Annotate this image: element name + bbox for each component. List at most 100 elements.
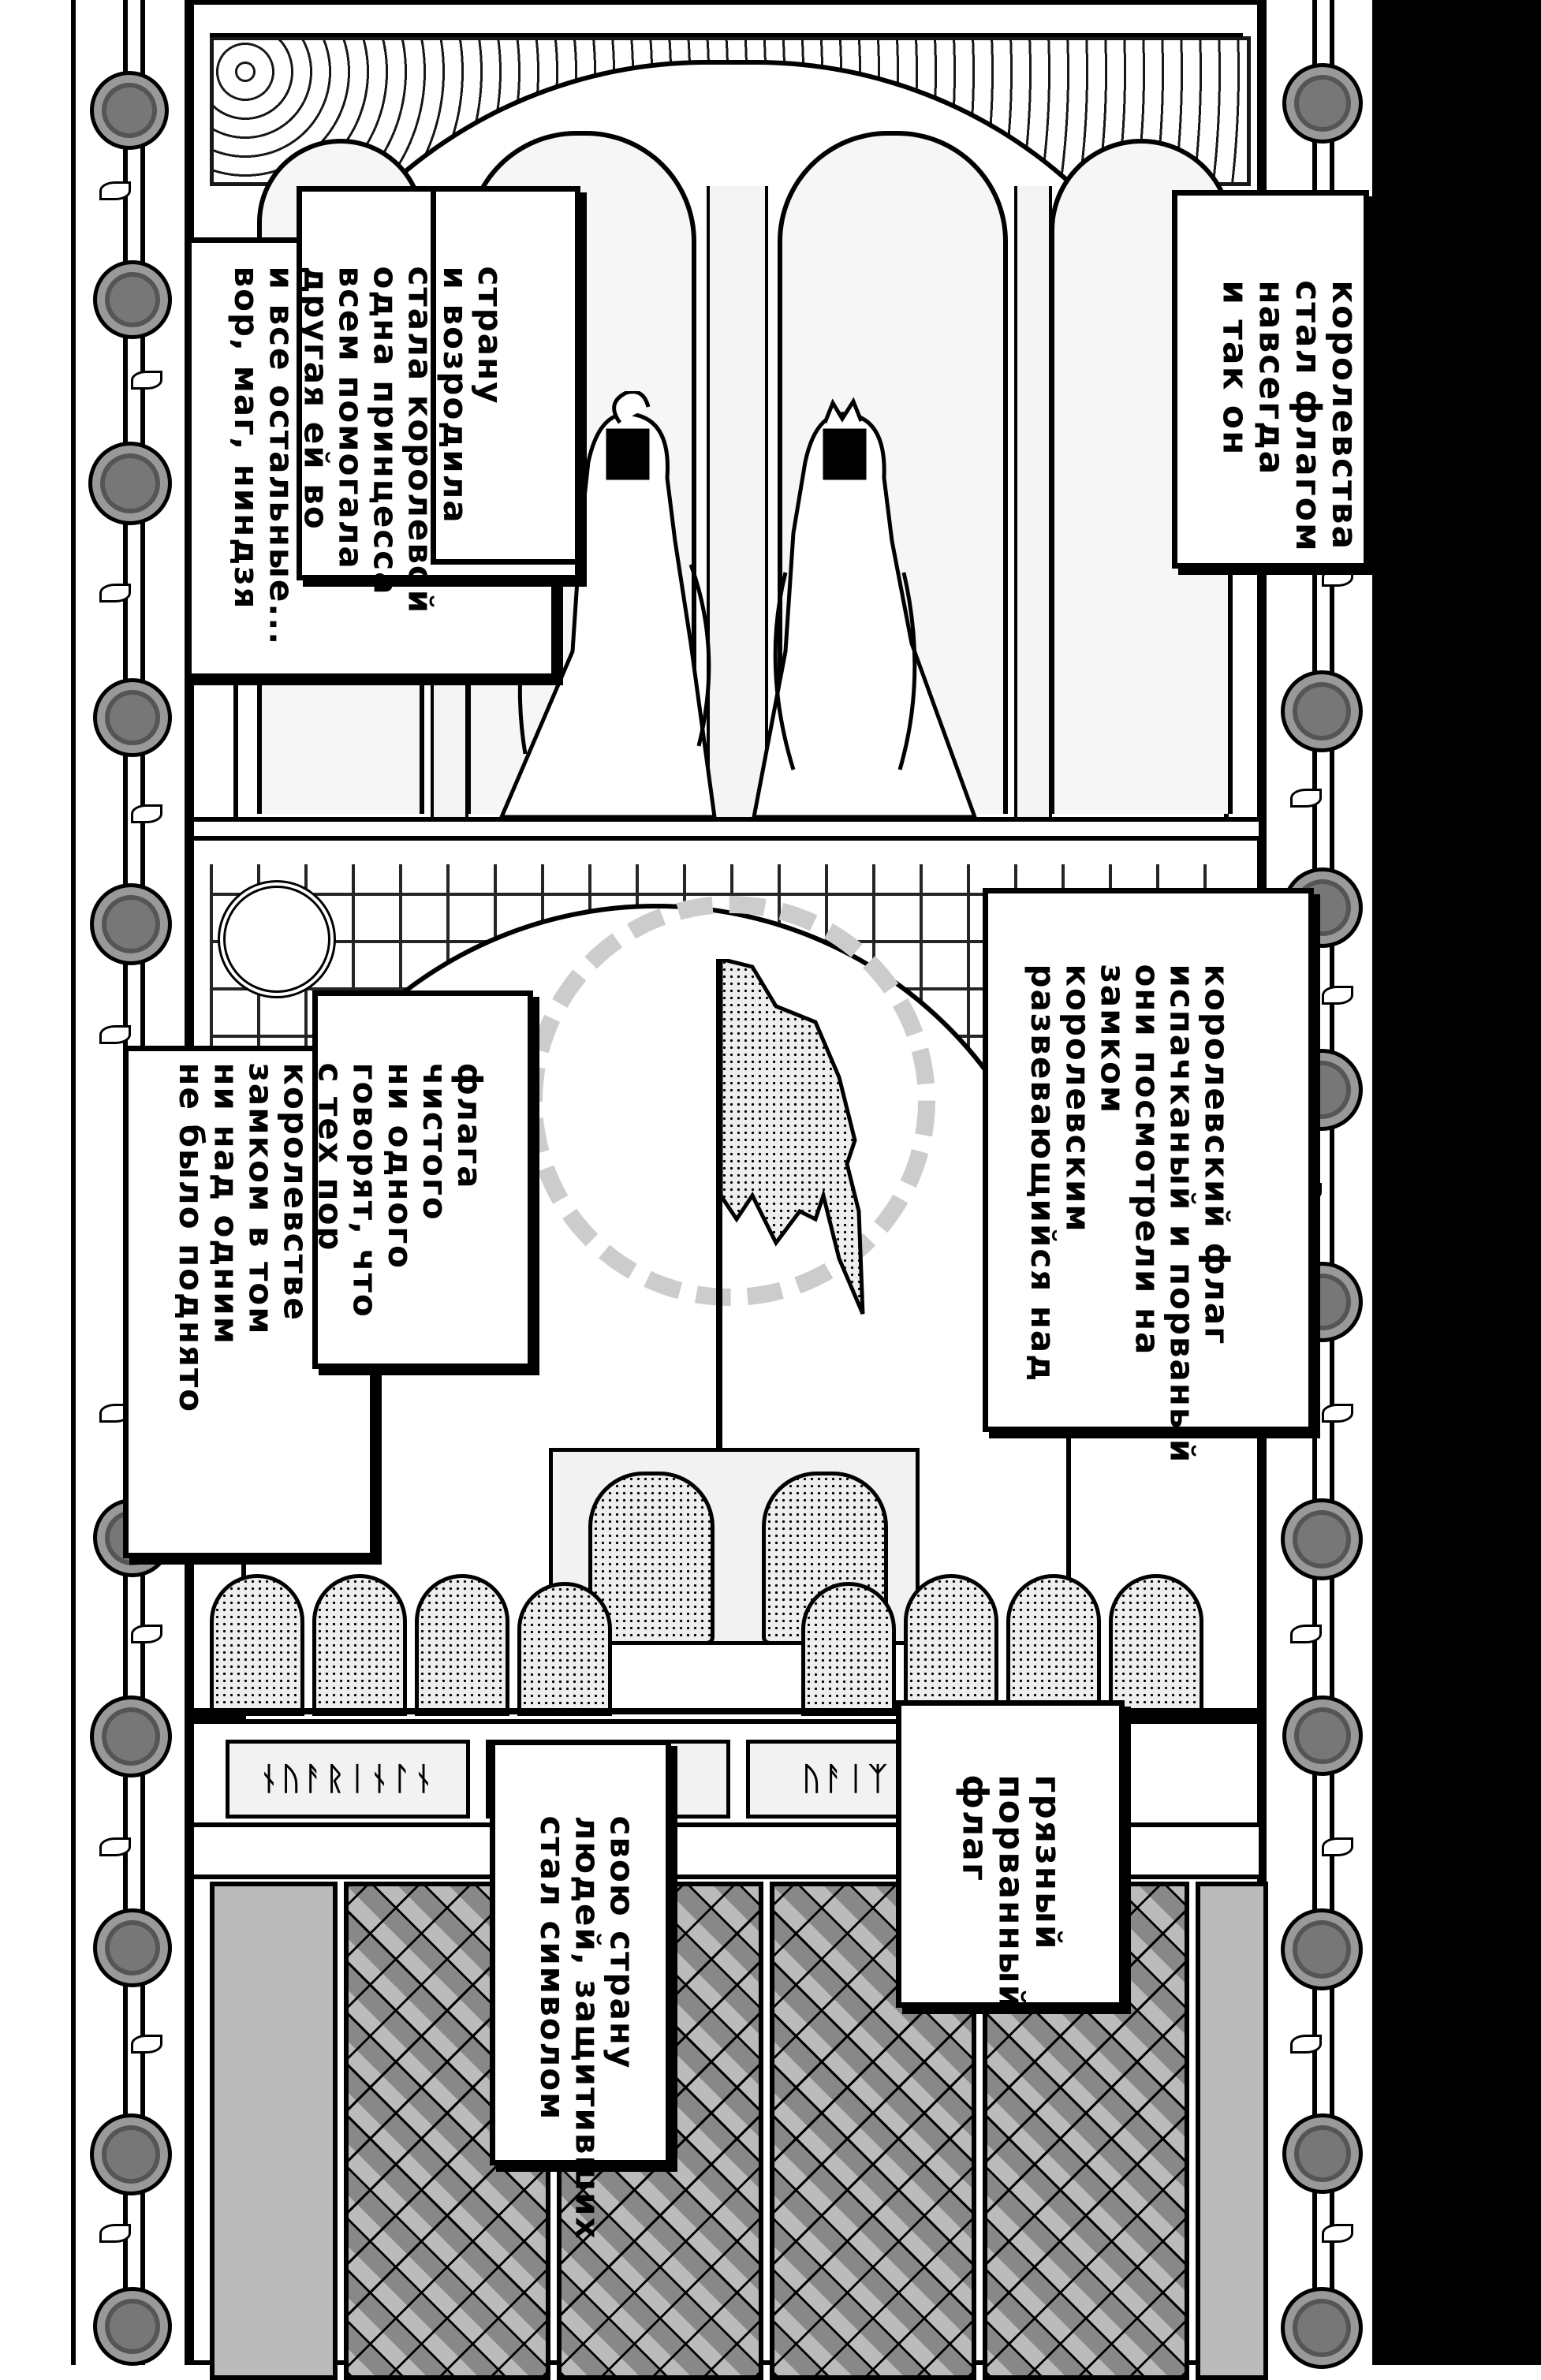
caption-top-left-tip: [431, 186, 580, 565]
caption-line: с тех пор: [311, 1062, 350, 1252]
rose-icon: [93, 2287, 172, 2366]
rose-icon: [90, 71, 169, 150]
caption-bottom-right: [896, 1700, 1125, 2008]
caption-line: чистого: [415, 1062, 454, 1222]
caption-top-right: [1172, 190, 1369, 569]
crowd-figure: [1006, 1574, 1101, 1716]
leaf-icon: [1322, 1404, 1353, 1423]
caption-bottom-center: [490, 1740, 671, 2166]
caption-line: флаг: [954, 1774, 995, 1882]
caption-text: флага чистого ни одного говорят, что с т…: [139, 1010, 521, 1562]
caption-line: грязный: [1027, 1774, 1068, 1951]
caption-line: и возродила: [435, 266, 475, 524]
rose-icon: [90, 883, 172, 965]
frieze-top-band: [210, 5, 1243, 37]
leaf-icon: [1290, 2035, 1322, 2054]
leaf-icon: [131, 1625, 162, 1643]
rose-icon: [1281, 1498, 1363, 1580]
rose-icon: [1282, 63, 1363, 144]
panel-middle: флага чистого ни одного говорят, что с т…: [123, 836, 1314, 1721]
leaf-icon: [1322, 986, 1353, 1005]
rose-icon: [90, 2113, 172, 2195]
column: [1014, 186, 1052, 817]
panel-bottom: ᚾᚢᚨᚱᛁᚾᛚᚾ ᛟᚢ ᚢᚨᛁᛉᚲᚾ свою страну людей, за…: [189, 1700, 1268, 2380]
rose-icon: [1281, 1908, 1363, 1990]
caption-line: и так он: [1215, 280, 1256, 457]
leaf-icon: [1322, 1837, 1353, 1856]
crowd-figure: [904, 1574, 998, 1716]
right-rose-border: [1262, 0, 1377, 2369]
leaf-icon: [131, 804, 162, 823]
rose-icon: [1281, 670, 1363, 752]
caption-line: одна принцесса: [366, 266, 405, 596]
stained-glass: [210, 1882, 338, 2380]
caption-line: порванный: [991, 1774, 1032, 2011]
flagpole: [716, 959, 722, 1511]
caption-line: замком в том: [241, 1062, 281, 1336]
caption-text: королевский флаг испачканый и порваный о…: [991, 912, 1269, 1464]
rose-icon: [88, 442, 172, 525]
caption-text: королевства стал флагом навсегда и так о…: [1180, 226, 1398, 557]
caption-line: королевский флаг: [1197, 964, 1237, 1346]
leaf-icon: [1322, 2224, 1353, 2243]
caption-line: стала королевой: [401, 266, 440, 615]
panel-bottom-line: [194, 1708, 1259, 1714]
caption-line: всем помогала: [331, 266, 371, 570]
rose-icon: [93, 678, 172, 757]
rose-icon: [1281, 2287, 1363, 2369]
caption-line: и все остальные...: [262, 266, 301, 647]
caption-line: замком: [1093, 964, 1132, 1115]
leaf-icon: [1322, 568, 1353, 587]
leaf-icon: [99, 1025, 131, 1044]
crowd-figure: [210, 1574, 304, 1716]
caption-line: флага: [450, 1062, 489, 1190]
crowd-figure: [517, 1582, 612, 1716]
leaf-icon: [1290, 1625, 1322, 1643]
princesses-figure: [498, 391, 978, 819]
crowd-figure: [801, 1582, 896, 1716]
column: [707, 186, 768, 817]
caption-line: стал символом: [533, 1815, 573, 2121]
caption-line: королевства: [1323, 280, 1364, 551]
leaf-icon: [99, 584, 131, 602]
rose-icon: [93, 260, 172, 339]
caption-line: они посмотрели на: [1128, 964, 1167, 1356]
caption-line: свою страну: [603, 1815, 642, 2070]
leaf-icon: [99, 2224, 131, 2243]
caption-line: королевским: [1058, 964, 1098, 1233]
crowd-figure: [1109, 1574, 1203, 1716]
crowd-figure: [312, 1574, 407, 1716]
rose-icon: [93, 1908, 172, 1987]
rose-icon: [1282, 2113, 1363, 2194]
sun-window: [218, 880, 336, 998]
caption-line: навсегда: [1251, 280, 1292, 476]
leaf-icon: [99, 1837, 131, 1856]
crowd-figure: [415, 1574, 509, 1716]
caption-middle-right: [983, 888, 1314, 1432]
leaf-icon: [131, 371, 162, 390]
caption-line: не было поднято: [172, 1062, 211, 1414]
caption-line: вор, маг, ниндзя: [227, 266, 267, 610]
caption-line: ни одного: [380, 1062, 420, 1270]
rune-text: ᚾᚢᚨᚱᛁᚾᛚᚾ: [259, 1761, 436, 1797]
rune-plaque: ᚾᚢᚨᚱᛁᚾᛚᚾ: [226, 1740, 470, 1819]
caption-middle-left-upper: [312, 990, 533, 1369]
caption-text: свою страну людей, защитивших стал симво…: [500, 1763, 673, 2240]
caption-line: говорят, что: [345, 1062, 385, 1319]
panel-top: страну и возродила стала королевой одна …: [186, 0, 1369, 841]
caption-line: развевающийся над: [1024, 964, 1063, 1383]
caption-line: стал флагом: [1287, 280, 1328, 553]
rose-icon: [90, 1695, 172, 1778]
caption-text: грязный порванный флаг: [920, 1720, 1102, 2010]
caption-line: страну: [470, 266, 509, 405]
caption-line: испачканый и порваный: [1162, 964, 1202, 1464]
caption-line: людей, защитивших: [568, 1815, 607, 2240]
caption-line: другая ей во: [297, 266, 336, 531]
leaf-icon: [99, 181, 131, 200]
caption-line: королевстве: [276, 1062, 315, 1322]
leaf-icon: [1290, 789, 1322, 808]
caption-line: ни над одним: [207, 1062, 246, 1346]
right-margin: [1377, 0, 1541, 2365]
leaf-icon: [131, 2035, 162, 2054]
torn-flag: [721, 959, 865, 1315]
